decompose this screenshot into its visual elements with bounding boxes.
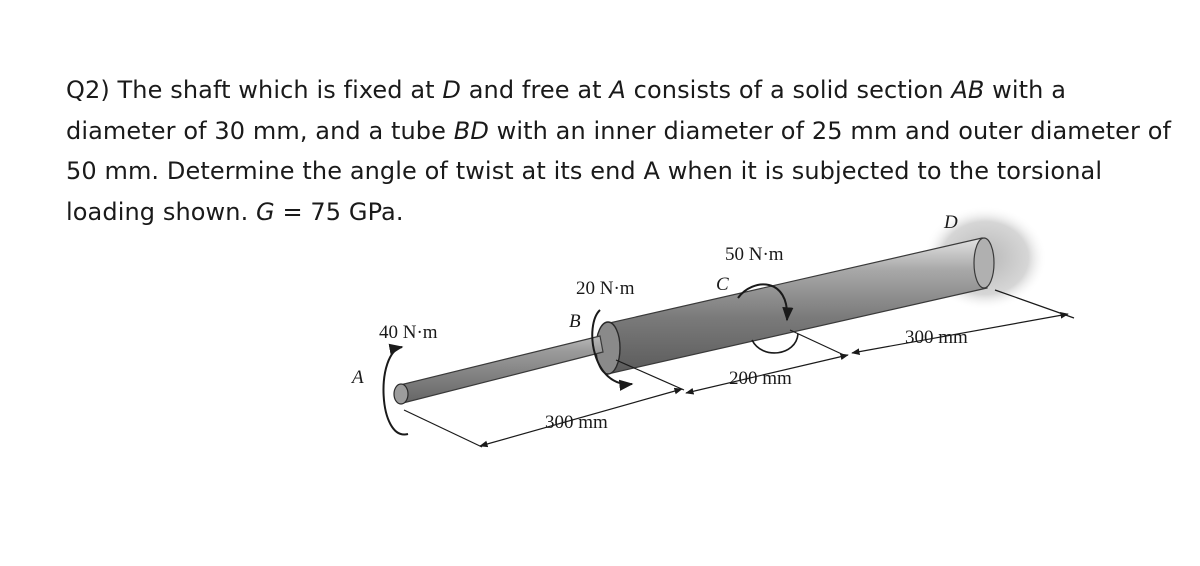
dim-ext-c — [789, 329, 847, 357]
question-part: consists of a solid section — [625, 76, 952, 104]
dimension-label-cd: 300 mm — [905, 327, 968, 348]
point-label-a: A — [350, 367, 364, 388]
question-part: with a diameter of 30 mm, and a tube — [66, 76, 1067, 145]
torque-label-c: 50 N·m — [725, 244, 784, 265]
torque-arrow-a — [382, 343, 409, 436]
tube-bd — [604, 237, 988, 374]
question-part: and free at — [461, 76, 610, 104]
torque-arrow-c — [737, 283, 794, 322]
torque-arrow-b — [591, 309, 634, 391]
question-text: Q2) The shaft which is fixed at D and fr… — [66, 70, 1176, 232]
point-d-ref: D — [442, 76, 462, 104]
torque-label-a: 40 N·m — [379, 322, 438, 343]
dim-line-cd — [851, 312, 1069, 355]
rod-end-a — [393, 383, 409, 405]
question-part: Q2) The shaft which is fixed at — [66, 76, 443, 104]
dim-line-ab — [479, 387, 683, 448]
dimension-label-ab: 300 mm — [545, 412, 608, 433]
dim-line-bc — [685, 353, 849, 395]
question-part: = 75 GPa. — [274, 197, 404, 226]
dim-ext-a — [403, 409, 483, 448]
torque-arrow-c-lower — [751, 333, 799, 354]
solid-rod-ab — [399, 335, 604, 404]
question-part: with an inner diameter of 25 mm and oute… — [66, 116, 1172, 226]
point-a-ref: A — [609, 76, 626, 104]
dim-ext-b — [615, 359, 685, 391]
point-label-c: C — [716, 274, 729, 295]
section-bd-ref: BD — [453, 116, 489, 145]
section-ab-ref: AB — [951, 76, 985, 104]
dimension-label-bc: 200 mm — [729, 368, 792, 389]
point-label-b: B — [569, 311, 581, 332]
point-label-d: D — [943, 212, 958, 233]
torque-label-b: 20 N·m — [576, 278, 635, 299]
tube-end-d — [973, 237, 995, 289]
shear-modulus-symbol: G — [256, 197, 275, 226]
